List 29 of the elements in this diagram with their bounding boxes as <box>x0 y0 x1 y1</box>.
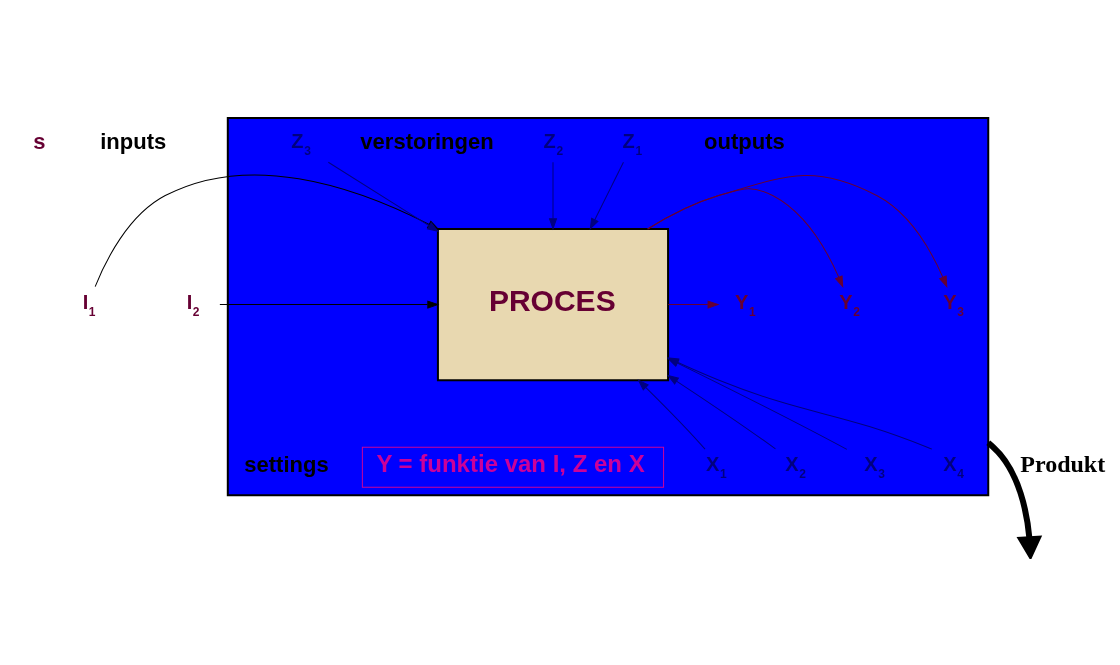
arrow <box>589 161 624 230</box>
node-box: Y = funktie van I, Z en X <box>361 446 665 488</box>
cluster <box>226 117 990 497</box>
node-text: Z$_{2}$ <box>543 130 564 159</box>
node-text: I$_{1}$ <box>82 290 96 319</box>
arrow <box>647 175 948 288</box>
node-text: I$_{2}$ <box>186 290 200 319</box>
node-text: Y$_{1}$ <box>735 290 756 319</box>
label: s <box>33 128 46 154</box>
node-text: Z$_{1}$ <box>622 130 643 159</box>
label: inputs <box>100 128 167 154</box>
label: outputs <box>704 128 785 154</box>
node-text: Y$_{3}$ <box>943 290 964 319</box>
arrow <box>549 161 557 230</box>
label: settings <box>244 451 329 477</box>
node-text: Z$_{3}$ <box>291 130 312 159</box>
node-text: X$_{4}$ <box>943 453 964 482</box>
arrow <box>667 300 719 309</box>
arrow <box>986 440 1043 559</box>
arrow <box>219 300 439 309</box>
edge-label: Produkt <box>1020 451 1106 478</box>
node-text: X$_{3}$ <box>864 453 885 482</box>
node-box: PROCES <box>436 228 670 382</box>
node-text: X$_{1}$ <box>706 453 727 482</box>
arrow <box>638 379 706 450</box>
label: verstoringen <box>360 128 494 154</box>
node-text: Y$_{2}$ <box>839 290 860 319</box>
arrow <box>667 375 776 450</box>
node-text: X$_{2}$ <box>785 453 806 482</box>
